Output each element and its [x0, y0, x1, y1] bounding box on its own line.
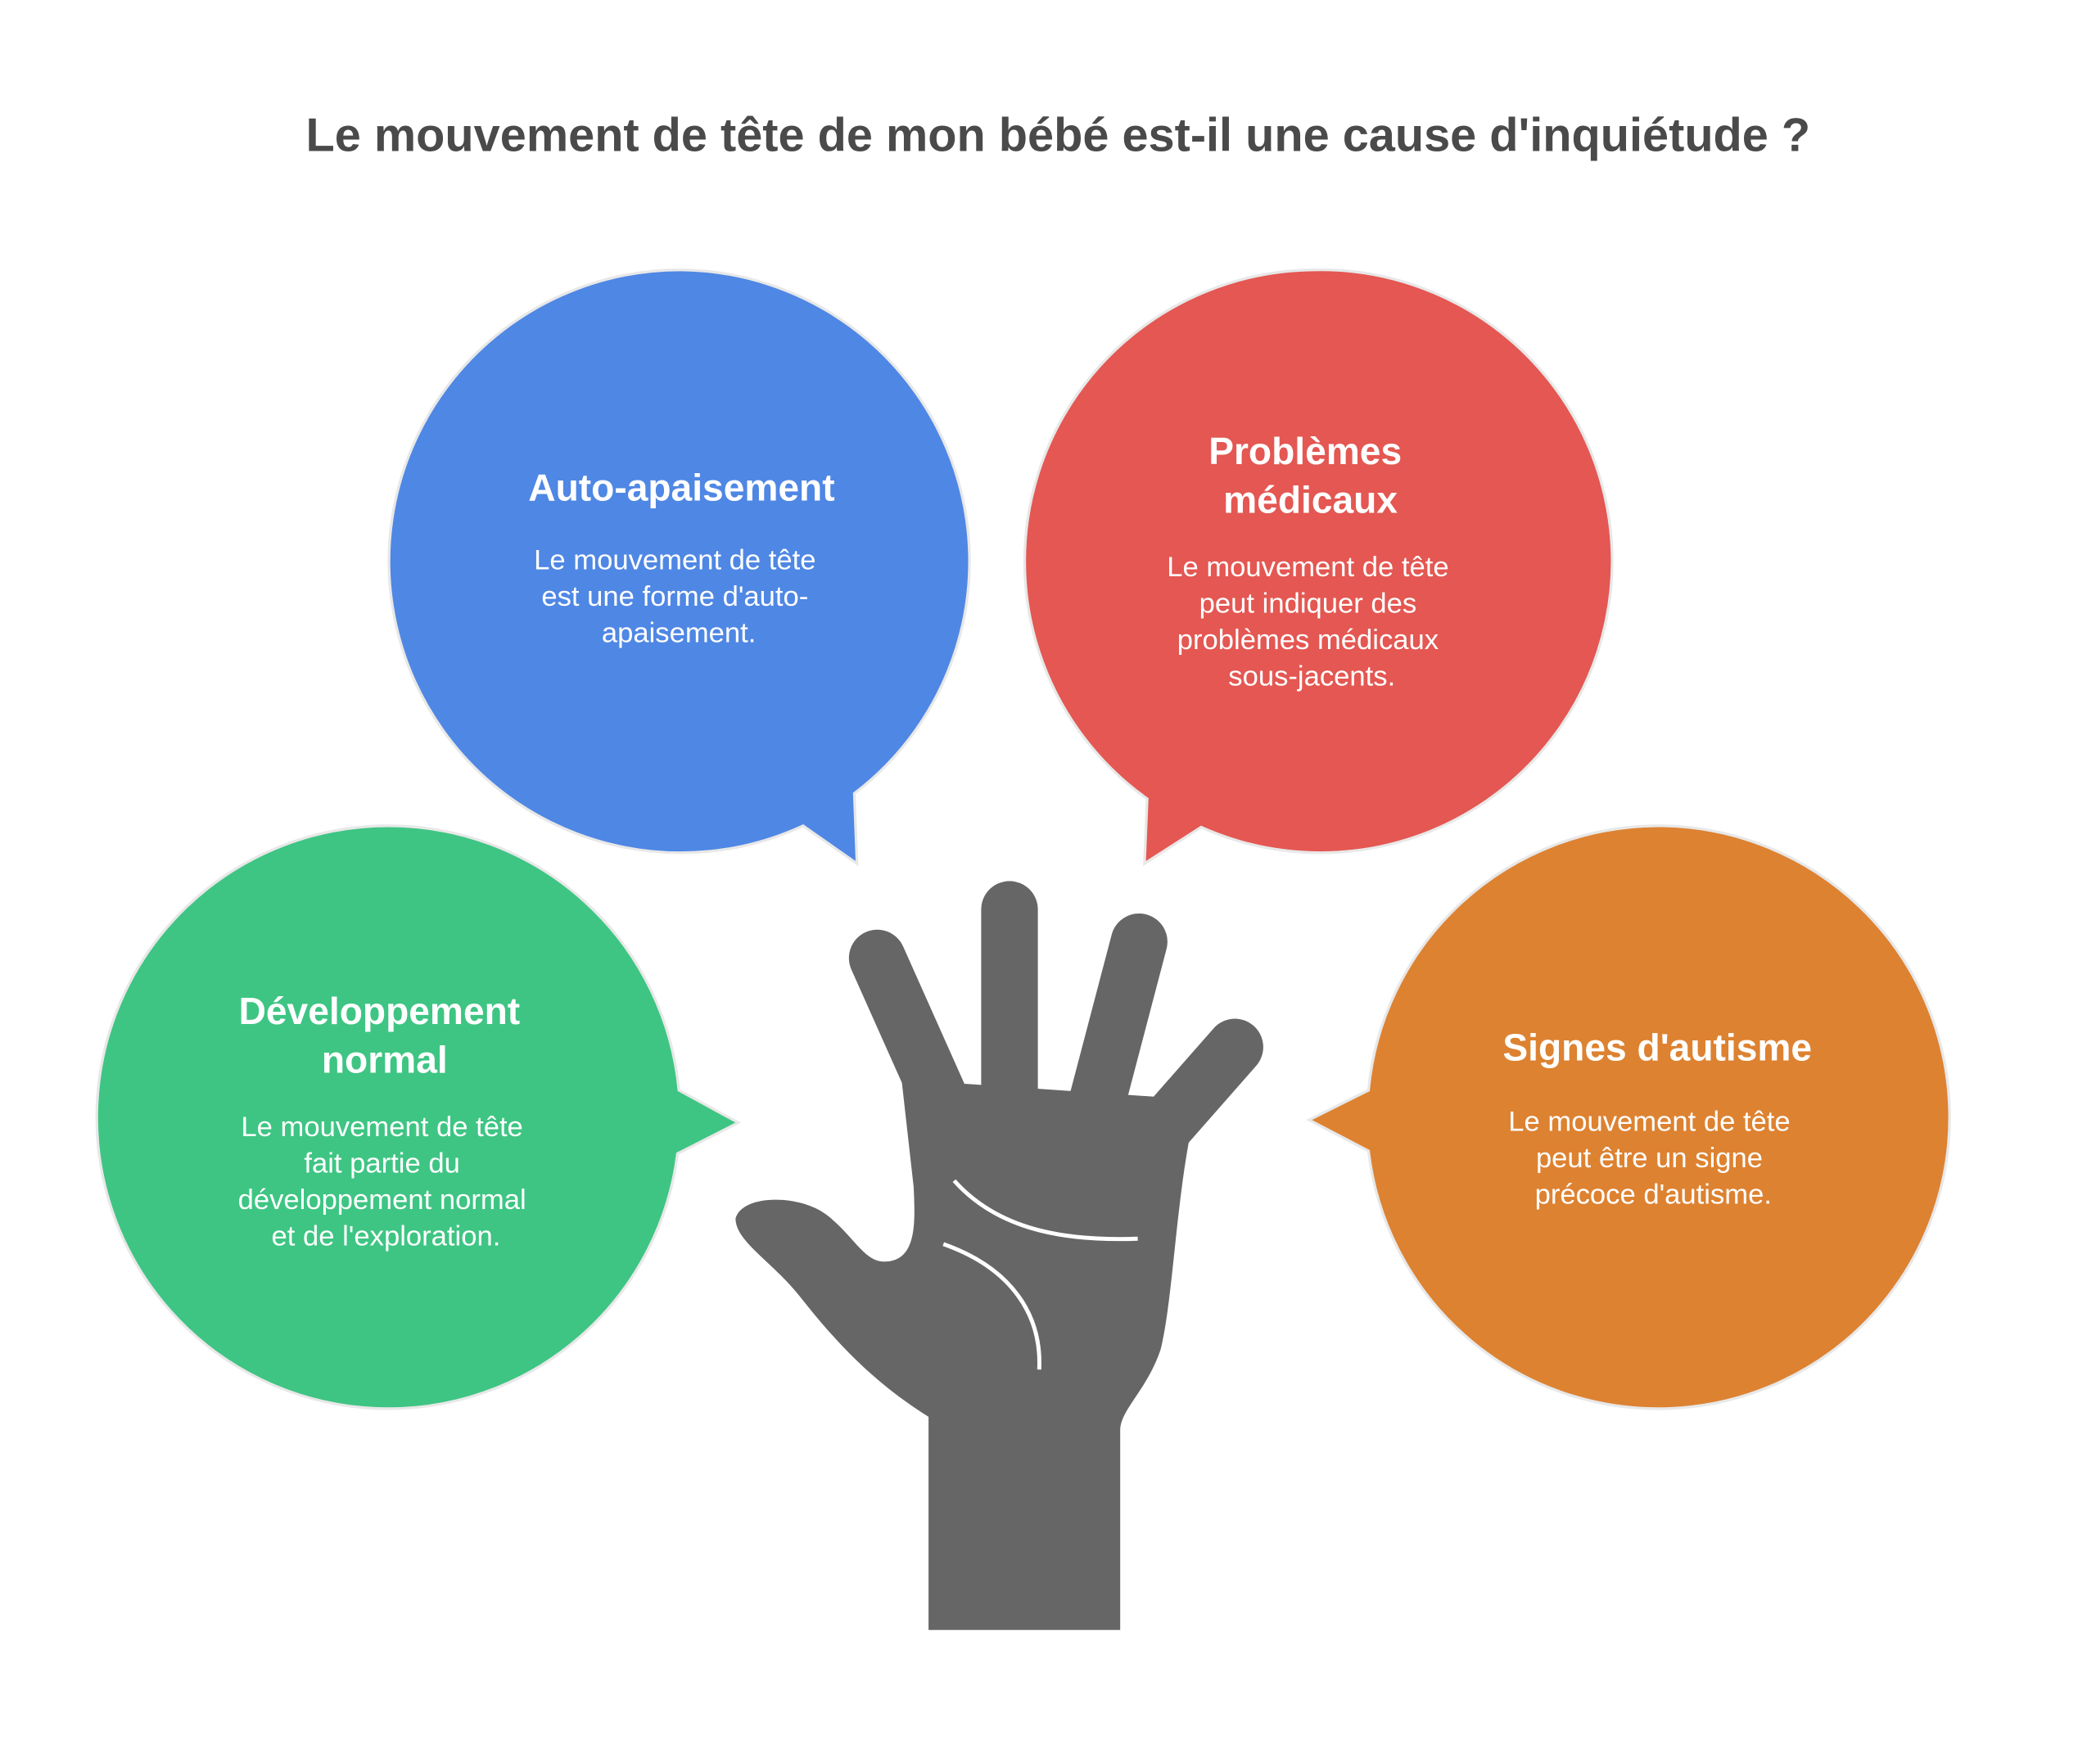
svg-text:Signes d'autisme: Signes d'autisme [1502, 1026, 1812, 1069]
bubble-text: fait partie du [304, 1148, 459, 1179]
bubble-heading: normal [322, 1038, 448, 1081]
svg-text:Auto-apaisement: Auto-apaisement [528, 467, 834, 509]
bubble-text: précoce d'autisme. [1535, 1179, 1772, 1210]
bubble-text: développement normal [238, 1184, 526, 1216]
hand-icon [735, 881, 1263, 1631]
svg-text:Le mouvement de tête peu: Le mouvement de tête peut indiquer des p… [1167, 552, 1457, 693]
bubble-heading: Auto-apaisement [528, 467, 834, 509]
svg-text:Le mouvement de tête fai: Le mouvement de tête fait partie du déve… [238, 1112, 535, 1252]
bubble-heading: Développement [239, 990, 521, 1032]
bubble-text: apaisement. [602, 618, 757, 649]
bubble-heading: Signes d'autisme [1502, 1026, 1812, 1069]
bubble-heading: médicaux [1223, 478, 1398, 521]
bubble-text: sous-jacents. [1228, 661, 1395, 692]
bubble-text: Le mouvement de tête [1508, 1106, 1790, 1137]
svg-text:Problèmes médicaux: Problèmes médicaux [1208, 430, 1412, 521]
bubble-developpement-normal: Développement normal Le mouvement de têt… [95, 824, 742, 1410]
svg-text:Le mouvement de tête peu: Le mouvement de tête peut être un signe … [1508, 1106, 1798, 1210]
bubble-problemes-medicaux: Problèmes médicaux Le mouvement de tête … [1023, 268, 1614, 867]
bubble-text: problèmes médicaux [1177, 625, 1439, 656]
bubble-signes-autisme: Signes d'autisme Le mouvement de tête pe… [1306, 824, 1951, 1410]
bubble-text: Le mouvement de tête [534, 545, 815, 576]
bubble-auto-apaisement: Auto-apaisement Le mouvement de tête est… [387, 268, 971, 867]
bubble-text: et de l'exploration. [272, 1220, 501, 1252]
svg-text:Développement normal: Développement normal [239, 990, 531, 1081]
svg-text:Le mouvement de tête est: Le mouvement de tête est une forme d'aut… [534, 545, 824, 649]
bubble-text: est une forme d'auto- [541, 581, 808, 612]
bubble-text: Le mouvement de tête [241, 1112, 522, 1143]
bubble-text: peut indiquer des [1199, 588, 1417, 619]
bubble-heading: Problèmes [1208, 430, 1402, 472]
bubble-text: peut être un signe [1536, 1143, 1763, 1174]
bubble-text: Le mouvement de tête [1167, 552, 1448, 583]
page-title: Le mouvement de tête de mon bébé est-il … [306, 110, 1811, 162]
